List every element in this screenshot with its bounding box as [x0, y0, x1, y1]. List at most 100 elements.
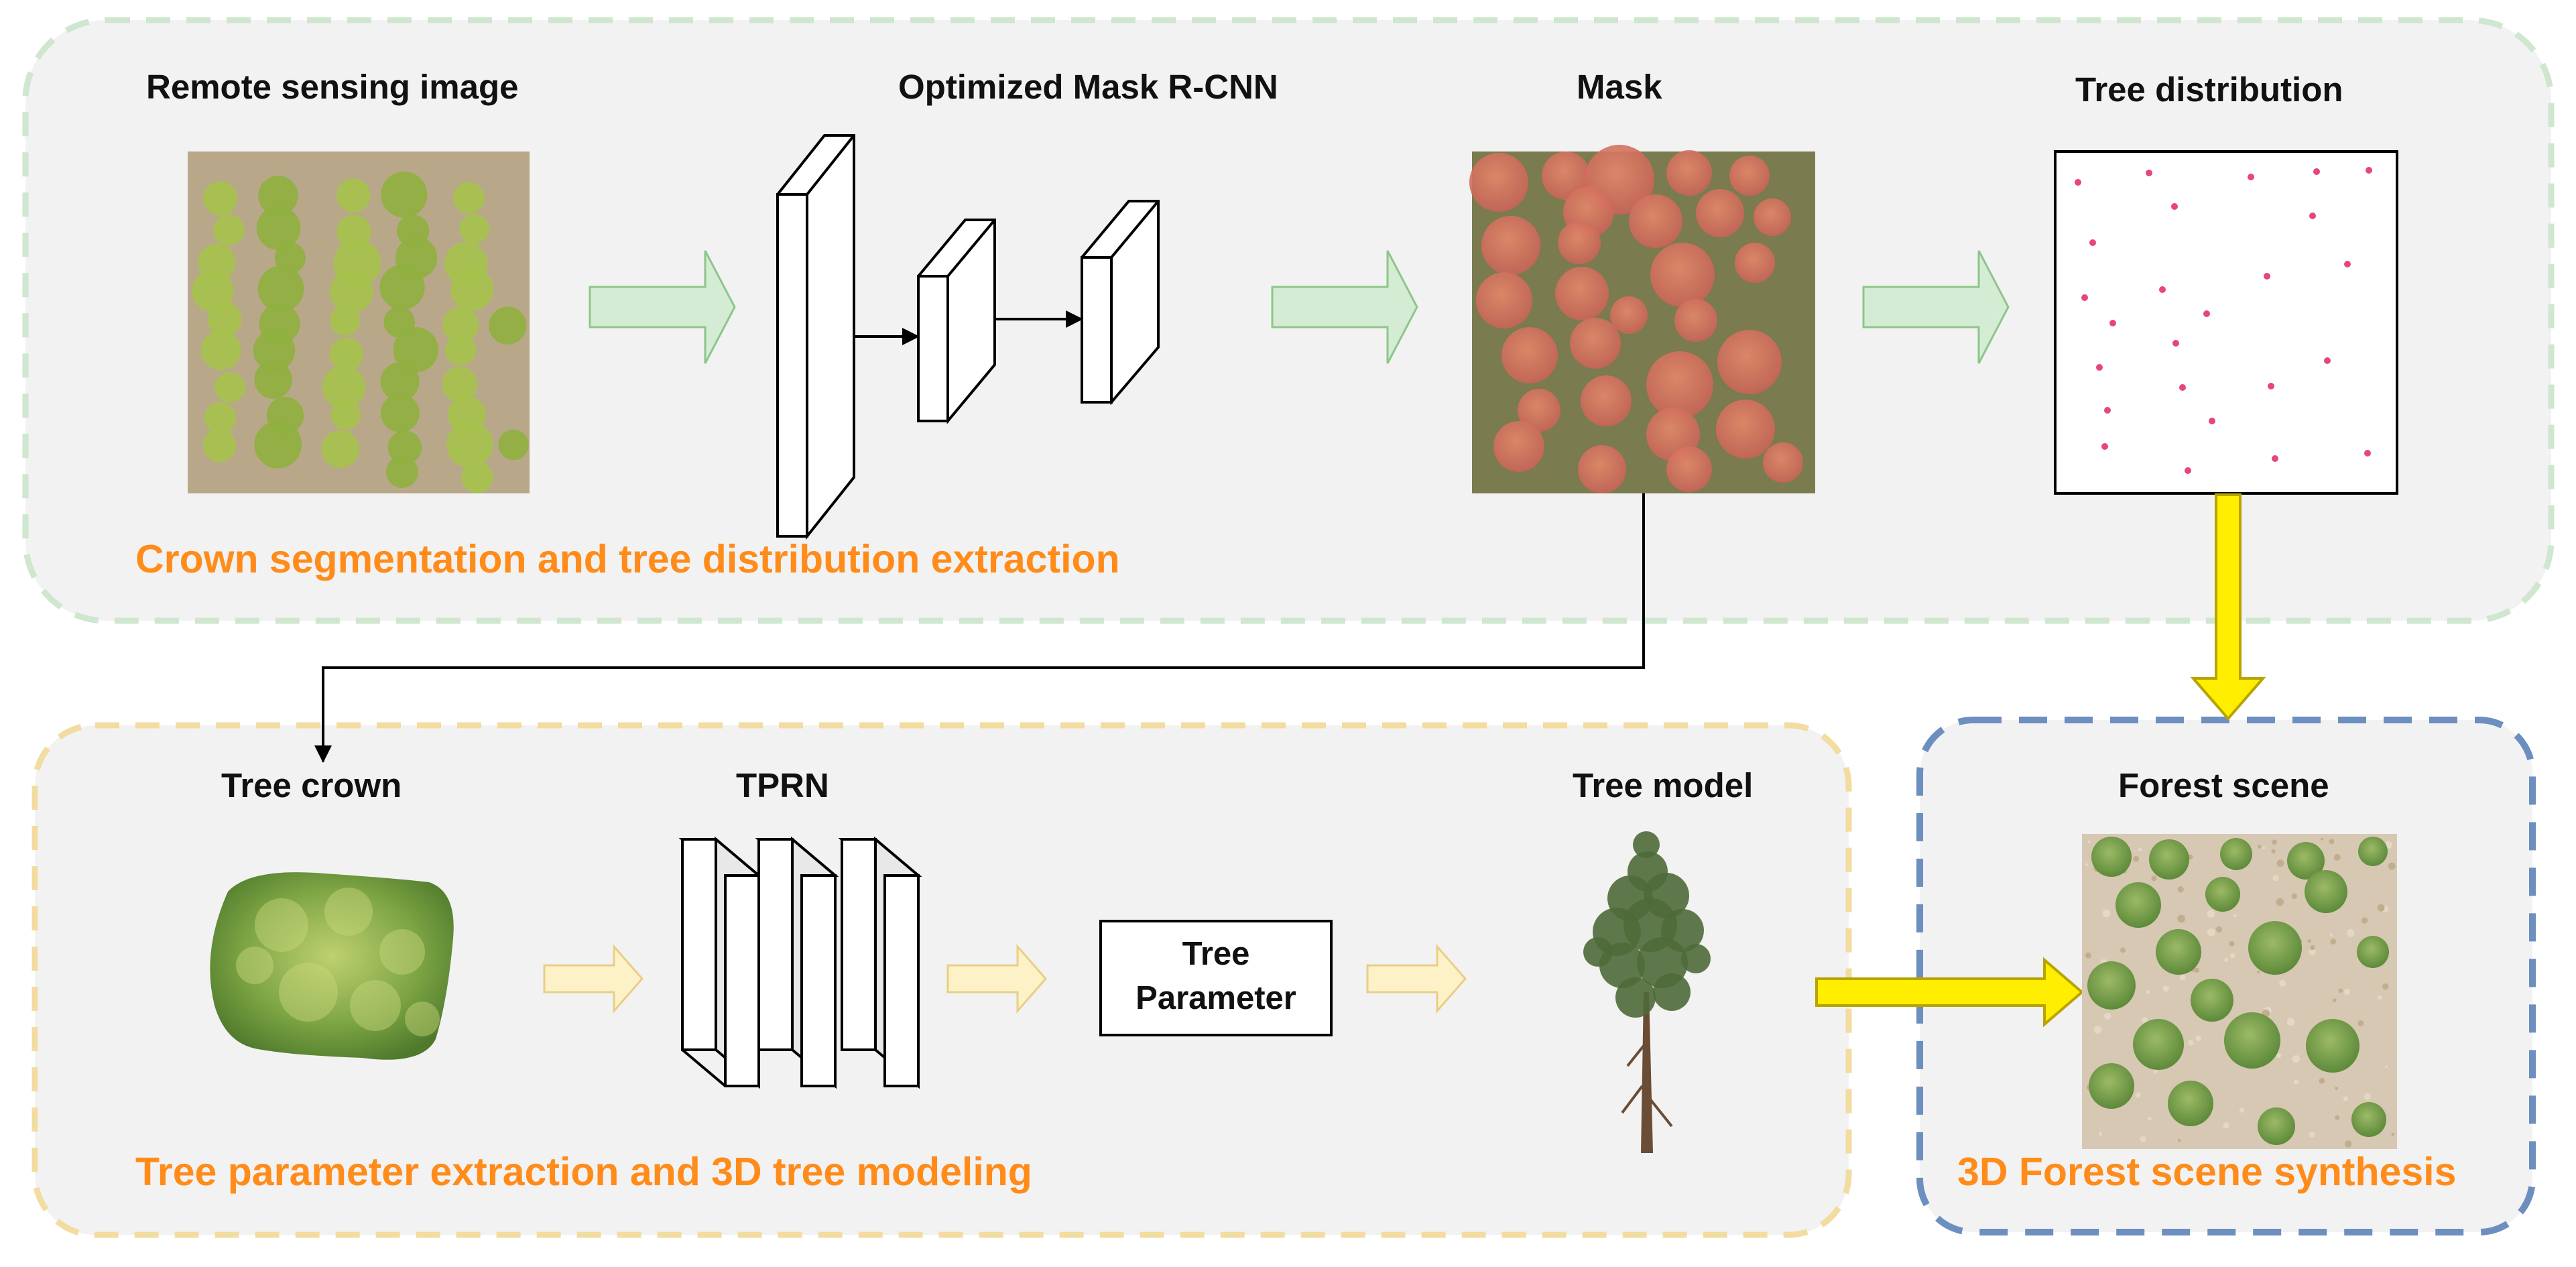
- mask-blob: [1476, 272, 1532, 328]
- ground-speck: [2179, 974, 2186, 981]
- crown-spot: [379, 929, 425, 975]
- tprn-network: [678, 836, 922, 1089]
- crown-spot: [324, 888, 373, 936]
- mask-blob: [1650, 243, 1715, 307]
- rs-tree-crown: [257, 265, 304, 312]
- segmentation-panel-title: Crown segmentation and tree distribution…: [135, 537, 1120, 581]
- ground-speck: [2329, 839, 2335, 845]
- scene-tree: [2087, 961, 2136, 1010]
- ground-speck: [2187, 1039, 2194, 1046]
- tree-distribution-dot: [2075, 179, 2081, 186]
- green-arrow-2: [1271, 250, 1418, 364]
- tree-model-label: Tree model: [1573, 766, 1754, 804]
- tree-distribution-dot: [2104, 407, 2111, 414]
- mask-blob: [1696, 189, 1744, 237]
- scene-tree: [2168, 1081, 2213, 1126]
- tree-distribution-dot: [2309, 213, 2316, 219]
- ground-speck: [2338, 988, 2343, 993]
- mask-blob: [1716, 400, 1775, 459]
- rs-tree-crown: [254, 420, 302, 469]
- ground-speck: [2364, 1093, 2371, 1100]
- mask-blob: [1542, 152, 1590, 200]
- rs-tree-crown: [330, 305, 361, 336]
- mask-blob: [1578, 445, 1626, 493]
- rs-tree-crown: [393, 327, 438, 373]
- rs-tree-crown: [444, 335, 477, 366]
- crown-spot: [405, 1002, 440, 1036]
- ground-speck: [2224, 957, 2229, 963]
- tree-foliage-clump: [1633, 831, 1660, 858]
- scene-tree: [2287, 842, 2325, 880]
- tree-distribution-dot: [2248, 174, 2254, 180]
- yellow-arrow-1: [543, 944, 643, 1014]
- ground-speck: [2272, 839, 2278, 845]
- ground-speck: [2276, 898, 2284, 906]
- mask-image: [1469, 145, 1815, 493]
- ground-speck: [2195, 1035, 2201, 1042]
- green-arrow-3: [1862, 250, 2010, 364]
- ground-speck: [2087, 840, 2091, 843]
- rs-tree-crown: [202, 428, 237, 463]
- ground-speck: [2258, 845, 2262, 849]
- mask-blob: [1629, 194, 1682, 248]
- rs-tree-crown: [200, 330, 241, 370]
- rs-tree-crown: [380, 362, 420, 402]
- scene-tree: [2205, 877, 2240, 912]
- ground-speck: [2102, 909, 2111, 918]
- mask-blob: [1581, 375, 1632, 426]
- ground-speck: [2135, 1092, 2141, 1098]
- ground-speck: [2388, 862, 2396, 870]
- ground-speck: [2162, 985, 2169, 992]
- tree-distribution-dot: [2344, 261, 2351, 267]
- ground-speck: [2256, 971, 2260, 974]
- scene-tree: [2220, 838, 2252, 870]
- tree-distribution-dot: [2364, 450, 2371, 457]
- ground-speck: [2216, 926, 2223, 933]
- ground-speck: [2233, 914, 2237, 918]
- scene-tree: [2258, 1107, 2295, 1145]
- scene-tree: [2306, 1019, 2359, 1073]
- rs-tree-crown: [336, 178, 371, 213]
- tree-distribution-dot: [2272, 455, 2278, 462]
- tree-distribution-dot: [2081, 294, 2088, 301]
- tree-foliage-clump: [1653, 973, 1691, 1011]
- forest-scene-image: [2082, 834, 2397, 1149]
- yellow-arrow-3: [1366, 944, 1467, 1014]
- tree-distribution-dot: [2109, 320, 2116, 326]
- mask-to-crown-connector: [314, 493, 1645, 763]
- rs-tree-crown: [258, 176, 298, 216]
- tree-distribution-dot: [2101, 443, 2108, 450]
- scene-tree: [2149, 839, 2189, 880]
- scene-tree: [2224, 1012, 2280, 1069]
- ground-speck: [2093, 1026, 2102, 1034]
- yellow-arrow-2: [946, 944, 1047, 1014]
- mask-label: Mask: [1577, 68, 1662, 106]
- tree-parameter-text: Tree Parameter: [1101, 932, 1331, 1020]
- ground-speck: [2146, 989, 2150, 994]
- mask-blob: [1481, 216, 1540, 275]
- ground-speck: [2229, 953, 2235, 959]
- tree-model-image: [1583, 831, 1711, 1153]
- scene-tree: [2191, 979, 2233, 1022]
- tree-distribution-dot: [2324, 357, 2331, 364]
- tree-crown-label: Tree crown: [221, 766, 402, 804]
- tree-parameter-line2: Parameter: [1136, 980, 1296, 1016]
- tree-distribution-dot: [2172, 340, 2179, 347]
- tree-distribution-dot: [2203, 310, 2210, 317]
- rs-tree-crown: [329, 337, 363, 371]
- scene-tree: [2248, 921, 2302, 975]
- rs-tree-crown: [489, 306, 527, 345]
- ground-speck: [2177, 1138, 2181, 1142]
- rs-tree-crown: [386, 456, 418, 488]
- ground-speck: [2309, 948, 2316, 955]
- ground-speck: [2335, 1115, 2340, 1120]
- tree-parameter-box: [1099, 920, 1333, 1036]
- rs-tree-crown: [442, 366, 478, 402]
- ground-speck: [2276, 859, 2284, 867]
- mask-blob: [1666, 446, 1712, 492]
- mask-blob: [1763, 442, 1803, 483]
- tree-distribution-dot: [2159, 286, 2166, 293]
- ground-speck: [2330, 939, 2337, 945]
- tree-foliage-clump: [1583, 937, 1613, 967]
- mask-rcnn-network: [776, 134, 1160, 540]
